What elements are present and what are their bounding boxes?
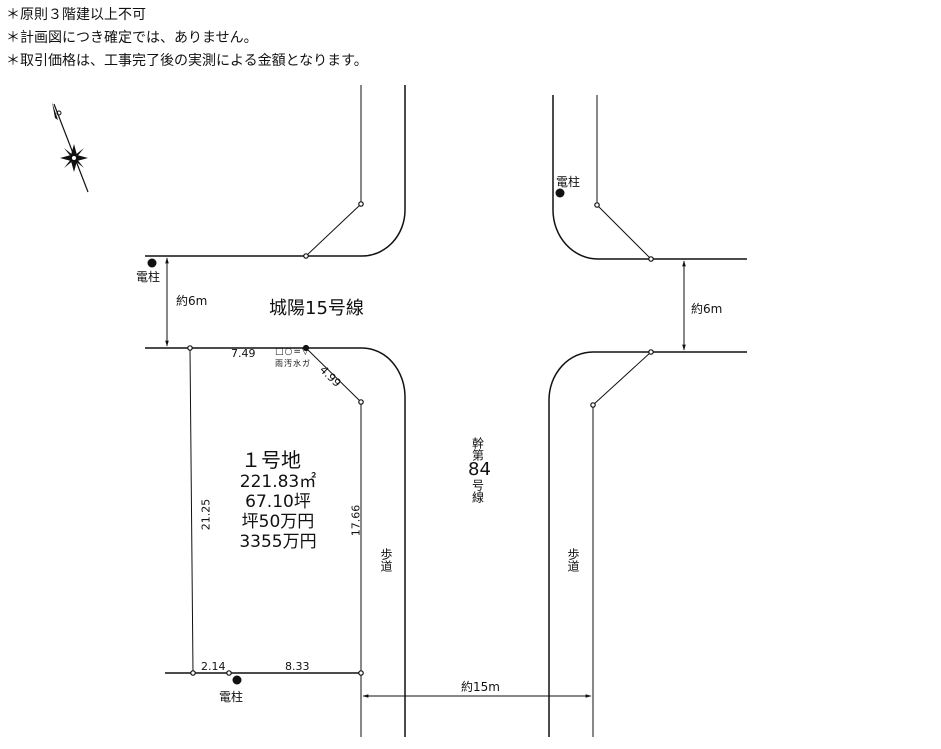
sidewalk-label-left: 歩道 xyxy=(379,548,393,572)
lot-unit-price: 坪50万円 xyxy=(241,512,315,532)
road-name-top: 幹第 xyxy=(470,437,485,461)
survey-points xyxy=(187,201,654,676)
utility-label: 雨汚水ガ xyxy=(275,359,311,368)
utility-pole-label: 電柱 xyxy=(556,175,581,189)
road-name-north-south: 幹第 84 号線 xyxy=(468,437,491,503)
note-3: ＊取引価格は、工事完了後の実測による金額となります。 xyxy=(6,53,368,69)
lot-total-price: 3355万円 xyxy=(239,532,317,552)
road-width-left: 約6m xyxy=(176,294,208,308)
sidewalk-label-right: 歩道 xyxy=(566,548,580,572)
road-name-bottom: 号線 xyxy=(470,479,485,503)
utility-pole-markers xyxy=(147,188,565,685)
north-arrow-compass-icon xyxy=(52,102,89,193)
road-width-right: 約6m xyxy=(691,302,723,316)
dim-bottom-left: 2.14 xyxy=(201,660,226,673)
road-outlines xyxy=(145,85,747,737)
road-width-north-south: 約15m xyxy=(461,680,500,694)
lot-info: １号地 221.83㎡ 67.10坪 坪50万円 3355万円 xyxy=(218,448,338,552)
dim-right: 17.66 xyxy=(349,504,363,537)
lot-area-tsubo: 67.10坪 xyxy=(245,492,311,512)
road-name-east-west: 城陽15号線 xyxy=(269,298,364,319)
note-1: ＊原則３階建以上不可 xyxy=(6,7,146,23)
road-number: 84 xyxy=(468,459,491,480)
dimension-lines xyxy=(165,257,686,698)
notes: ＊原則３階建以上不可 ＊計画図につき確定では、ありません。 ＊取引価格は、工事完… xyxy=(6,4,368,73)
dim-left: 21.25 xyxy=(199,498,213,531)
utility-pole-label: 電柱 xyxy=(136,270,161,284)
utility-pole-label: 電柱 xyxy=(219,690,244,704)
utility-symbols: □○=▽ xyxy=(275,347,310,357)
lot-title: １号地 xyxy=(241,448,301,472)
dim-bottom-right: 8.33 xyxy=(285,660,310,673)
dim-top: 7.49 xyxy=(231,347,256,360)
note-2: ＊計画図につき確定では、ありません。 xyxy=(6,30,258,46)
lot-area-m2: 221.83㎡ xyxy=(239,472,317,492)
